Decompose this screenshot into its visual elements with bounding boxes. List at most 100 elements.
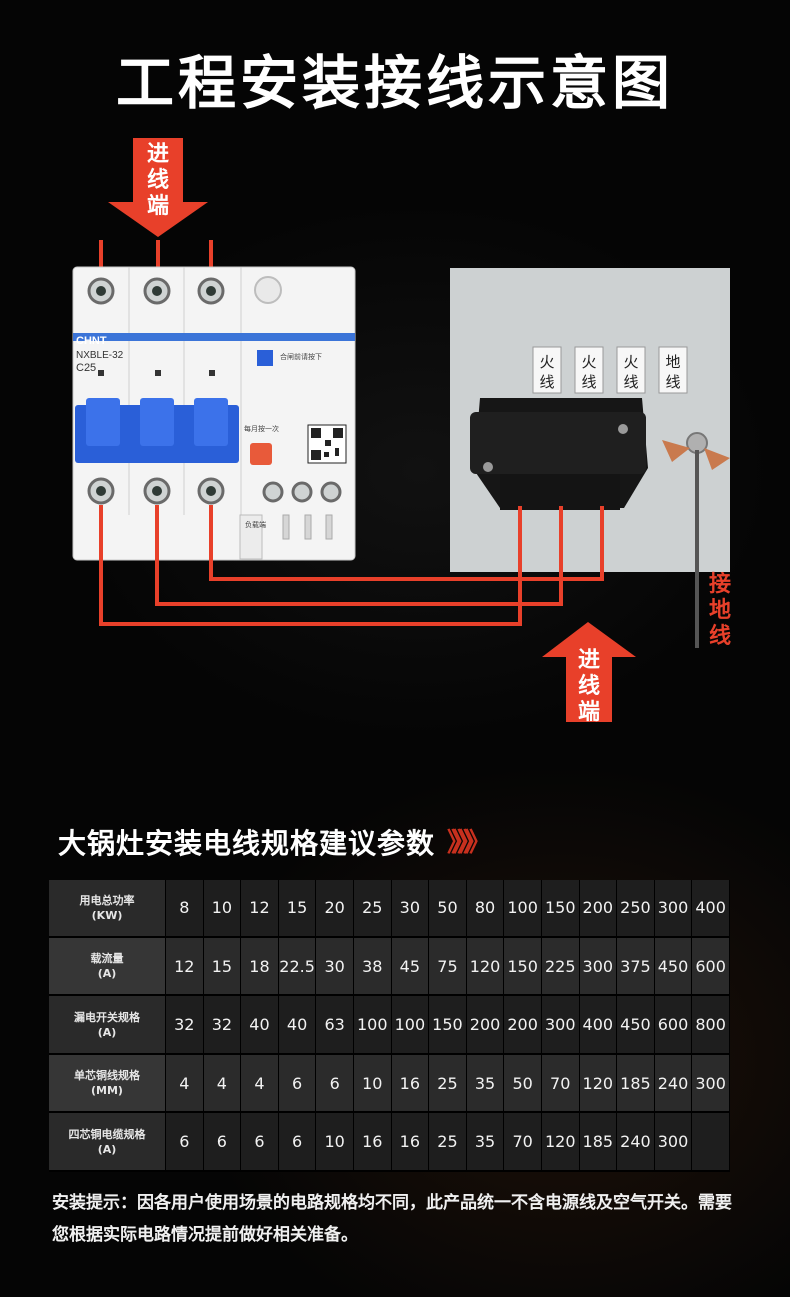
ground-label: 接地线 — [708, 572, 731, 649]
panel-tag-1-top: 火 — [539, 353, 554, 371]
table-cell: 35 — [466, 1053, 505, 1114]
table-cell: 300 — [541, 995, 580, 1055]
ground-lug — [662, 432, 730, 648]
table-cell: 50 — [503, 1053, 542, 1114]
panel-tags — [532, 346, 688, 394]
breaker-bottom-terminals — [87, 477, 342, 505]
table-cell: 8 — [165, 880, 204, 938]
table-cell: 450 — [616, 995, 655, 1055]
table-cell: 80 — [466, 880, 505, 938]
table-cell: 6 — [203, 1112, 242, 1172]
table-cell: 150 — [541, 880, 580, 938]
table-cell — [691, 1112, 730, 1172]
table-cell: 100 — [503, 880, 542, 938]
row-unit: (A) — [97, 1025, 117, 1039]
table-cell: 32 — [165, 995, 204, 1055]
table-cell: 70 — [503, 1112, 542, 1172]
qr-code — [307, 424, 347, 464]
table-cell: 100 — [353, 995, 392, 1055]
row-unit: (A) — [97, 1142, 117, 1156]
table-cell: 400 — [579, 995, 618, 1055]
table-cell: 300 — [579, 936, 618, 997]
table-cell: 22.5 — [278, 936, 317, 997]
table-cell: 20 — [315, 880, 354, 938]
table-cell: 250 — [616, 880, 655, 938]
breaker-monthly-note: 每月按一次 — [244, 424, 279, 433]
table-cell: 40 — [278, 995, 317, 1055]
table-cell: 200 — [466, 995, 505, 1055]
table-cell: 120 — [466, 936, 505, 997]
table-cell: 4 — [165, 1053, 204, 1114]
row-header: 载流量(A) — [49, 936, 166, 997]
rcd-blue-indicator — [257, 350, 273, 366]
table-cell: 25 — [428, 1053, 467, 1114]
table-cell: 10 — [203, 880, 242, 938]
test-button — [250, 443, 272, 465]
table-cell: 300 — [691, 1053, 730, 1114]
table-cell: 16 — [391, 1112, 430, 1172]
table-cell: 6 — [315, 1053, 354, 1114]
table-cell: 120 — [579, 1053, 618, 1114]
chevron-arrows-icon: 》》》》 — [447, 828, 491, 858]
row-label: 用电总功率 — [79, 893, 135, 907]
panel-tag-3-bottom: 线 — [623, 373, 638, 391]
breaker-rating: C25 — [76, 362, 96, 374]
table-cell: 15 — [278, 880, 317, 938]
panel-tag-4-bottom: 线 — [665, 373, 680, 391]
connecting-wires — [99, 505, 604, 626]
table-cell: 450 — [654, 936, 693, 997]
table-cell: 150 — [503, 936, 542, 997]
table-cell: 400 — [691, 880, 730, 938]
table-cell: 30 — [391, 880, 430, 938]
table-cell: 40 — [240, 995, 279, 1055]
table-cell: 800 — [691, 995, 730, 1055]
table-cell: 6 — [278, 1112, 317, 1172]
table-cell: 12 — [165, 936, 204, 997]
table-cell: 120 — [541, 1112, 580, 1172]
table-cell: 6 — [240, 1112, 279, 1172]
table-cell: 600 — [654, 995, 693, 1055]
installation-note: 安装提示：因各用户使用场景的电路规格均不同，此产品统一不含电源线及空气开关。需要… — [52, 1193, 732, 1245]
table-cell: 16 — [391, 1053, 430, 1114]
breaker-brand: CHNT — [76, 335, 107, 347]
wiring-diagram: CHNT NXBLE-32 C25 合闸前请按下 每月按一次 负载端 火 线 火… — [72, 138, 730, 722]
table-cell: 35 — [466, 1112, 505, 1172]
table-cell: 200 — [503, 995, 542, 1055]
breaker-top-terminals — [87, 276, 282, 305]
row-label: 单芯铜线规格 — [74, 1069, 140, 1083]
row-header: 单芯铜线规格(MM) — [49, 1053, 166, 1114]
table-cell: 240 — [616, 1112, 655, 1172]
circuit-breaker — [72, 266, 356, 561]
row-unit: (MM) — [91, 1084, 123, 1098]
input-arrow-bottom — [542, 622, 636, 722]
table-cell: 600 — [691, 936, 730, 997]
table-cell: 300 — [654, 1112, 693, 1172]
panel-tag-2-bottom: 线 — [581, 373, 596, 391]
table-cell: 4 — [240, 1053, 279, 1114]
terminal-block — [470, 398, 648, 510]
panel-tag-3-top: 火 — [623, 353, 638, 371]
table-cell: 25 — [353, 880, 392, 938]
table-cell: 4 — [203, 1053, 242, 1114]
table-cell: 30 — [315, 936, 354, 997]
table-cell: 375 — [616, 936, 655, 997]
row-label: 载流量 — [90, 952, 124, 966]
section-title: 大锅灶安装电线规格建议参数 — [58, 827, 436, 860]
input-label-top: 进线端 — [146, 142, 169, 219]
table-cell: 70 — [541, 1053, 580, 1114]
table-cell: 225 — [541, 936, 580, 997]
table-cell: 45 — [391, 936, 430, 997]
breaker-model: NXBLE-32 — [76, 350, 124, 361]
row-header: 四芯铜电缆规格(A) — [49, 1112, 166, 1172]
panel-tag-1-bottom: 线 — [539, 373, 554, 391]
input-label-bottom: 进线端 — [577, 648, 600, 725]
row-label: 漏电开关规格 — [74, 1010, 140, 1024]
top-feed-wires — [99, 240, 213, 268]
table-cell: 63 — [315, 995, 354, 1055]
table-cell: 300 — [654, 880, 693, 938]
